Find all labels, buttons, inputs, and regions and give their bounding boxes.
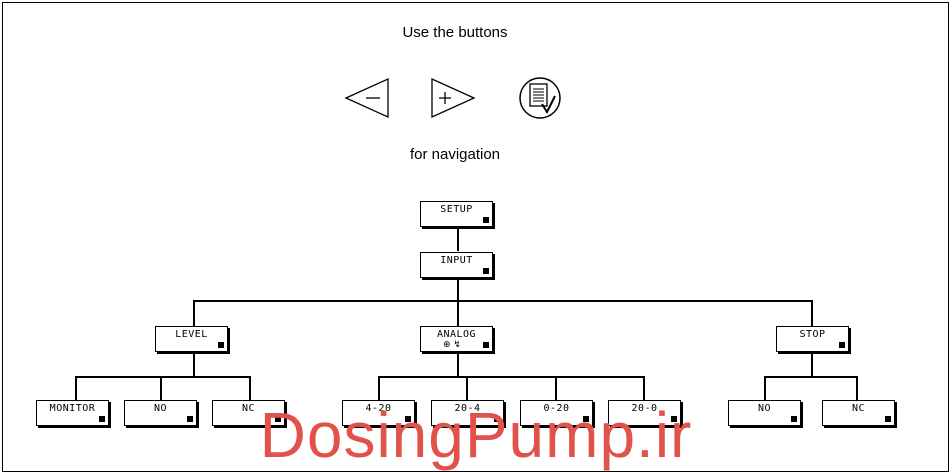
menu-box-label: INPUT (440, 255, 473, 266)
menu-box-label: NO (153, 403, 168, 414)
connector (764, 376, 857, 378)
menu-box-label: SETUP (440, 204, 473, 215)
plus-button-icon (431, 77, 476, 119)
menu-box-label: LEVEL (175, 329, 208, 340)
connector (764, 376, 766, 400)
menu-box-stop-no: NO (728, 400, 801, 426)
menu-box-analog: ANALOG ⊕ ↯ (420, 326, 493, 352)
connector (811, 354, 813, 376)
menu-box-level-nc: NC (212, 400, 285, 426)
connector (811, 300, 813, 326)
connector (193, 300, 195, 326)
connector (193, 300, 811, 302)
menu-box-label: NC (851, 403, 866, 414)
menu-box-label: NO (757, 403, 772, 414)
menu-box-setup: SETUP (420, 201, 493, 227)
menu-box-level: LEVEL (155, 326, 228, 352)
menu-box-stop: STOP (776, 326, 849, 352)
menu-box-level-no: NO (124, 400, 197, 426)
connector (378, 376, 380, 400)
connector (457, 300, 459, 326)
menu-box-0-20: 0-20 (520, 400, 593, 426)
document-check-icon (519, 77, 561, 119)
menu-box-label: STOP (799, 329, 826, 340)
connector (160, 376, 162, 400)
menu-box-stop-nc: NC (822, 400, 895, 426)
connector (555, 376, 557, 400)
connector (193, 354, 195, 376)
menu-box-20-0: 20-0 (608, 400, 681, 426)
menu-box-20-4: 20-4 (431, 400, 504, 426)
connector (75, 376, 77, 400)
menu-box-label: MONITOR (49, 403, 96, 414)
connector (457, 354, 459, 376)
connector (466, 376, 468, 400)
minus-button-icon (344, 77, 389, 119)
connector (457, 278, 459, 300)
connector (249, 376, 251, 400)
menu-box-label: 0-20 (543, 403, 570, 414)
menu-box-label: NC (241, 403, 256, 414)
analog-symbols: ⊕ ↯ (443, 340, 461, 350)
connector (643, 376, 645, 400)
menu-box-label: ANALOG (436, 329, 477, 340)
connector (378, 376, 643, 378)
watermark: DosingPump.ir (259, 399, 693, 471)
menu-box-input: INPUT (420, 252, 493, 278)
connector (457, 227, 459, 251)
connector (856, 376, 858, 400)
instruction-bottom: for navigation (409, 146, 501, 163)
connector (75, 376, 250, 378)
menu-box-monitor: MONITOR (36, 400, 109, 426)
instruction-top: Use the buttons (402, 24, 508, 41)
menu-box-4-20: 4-20 (342, 400, 415, 426)
menu-box-label: 4-20 (365, 403, 392, 414)
menu-box-label: 20-0 (631, 403, 658, 414)
menu-box-label: 20-4 (454, 403, 481, 414)
